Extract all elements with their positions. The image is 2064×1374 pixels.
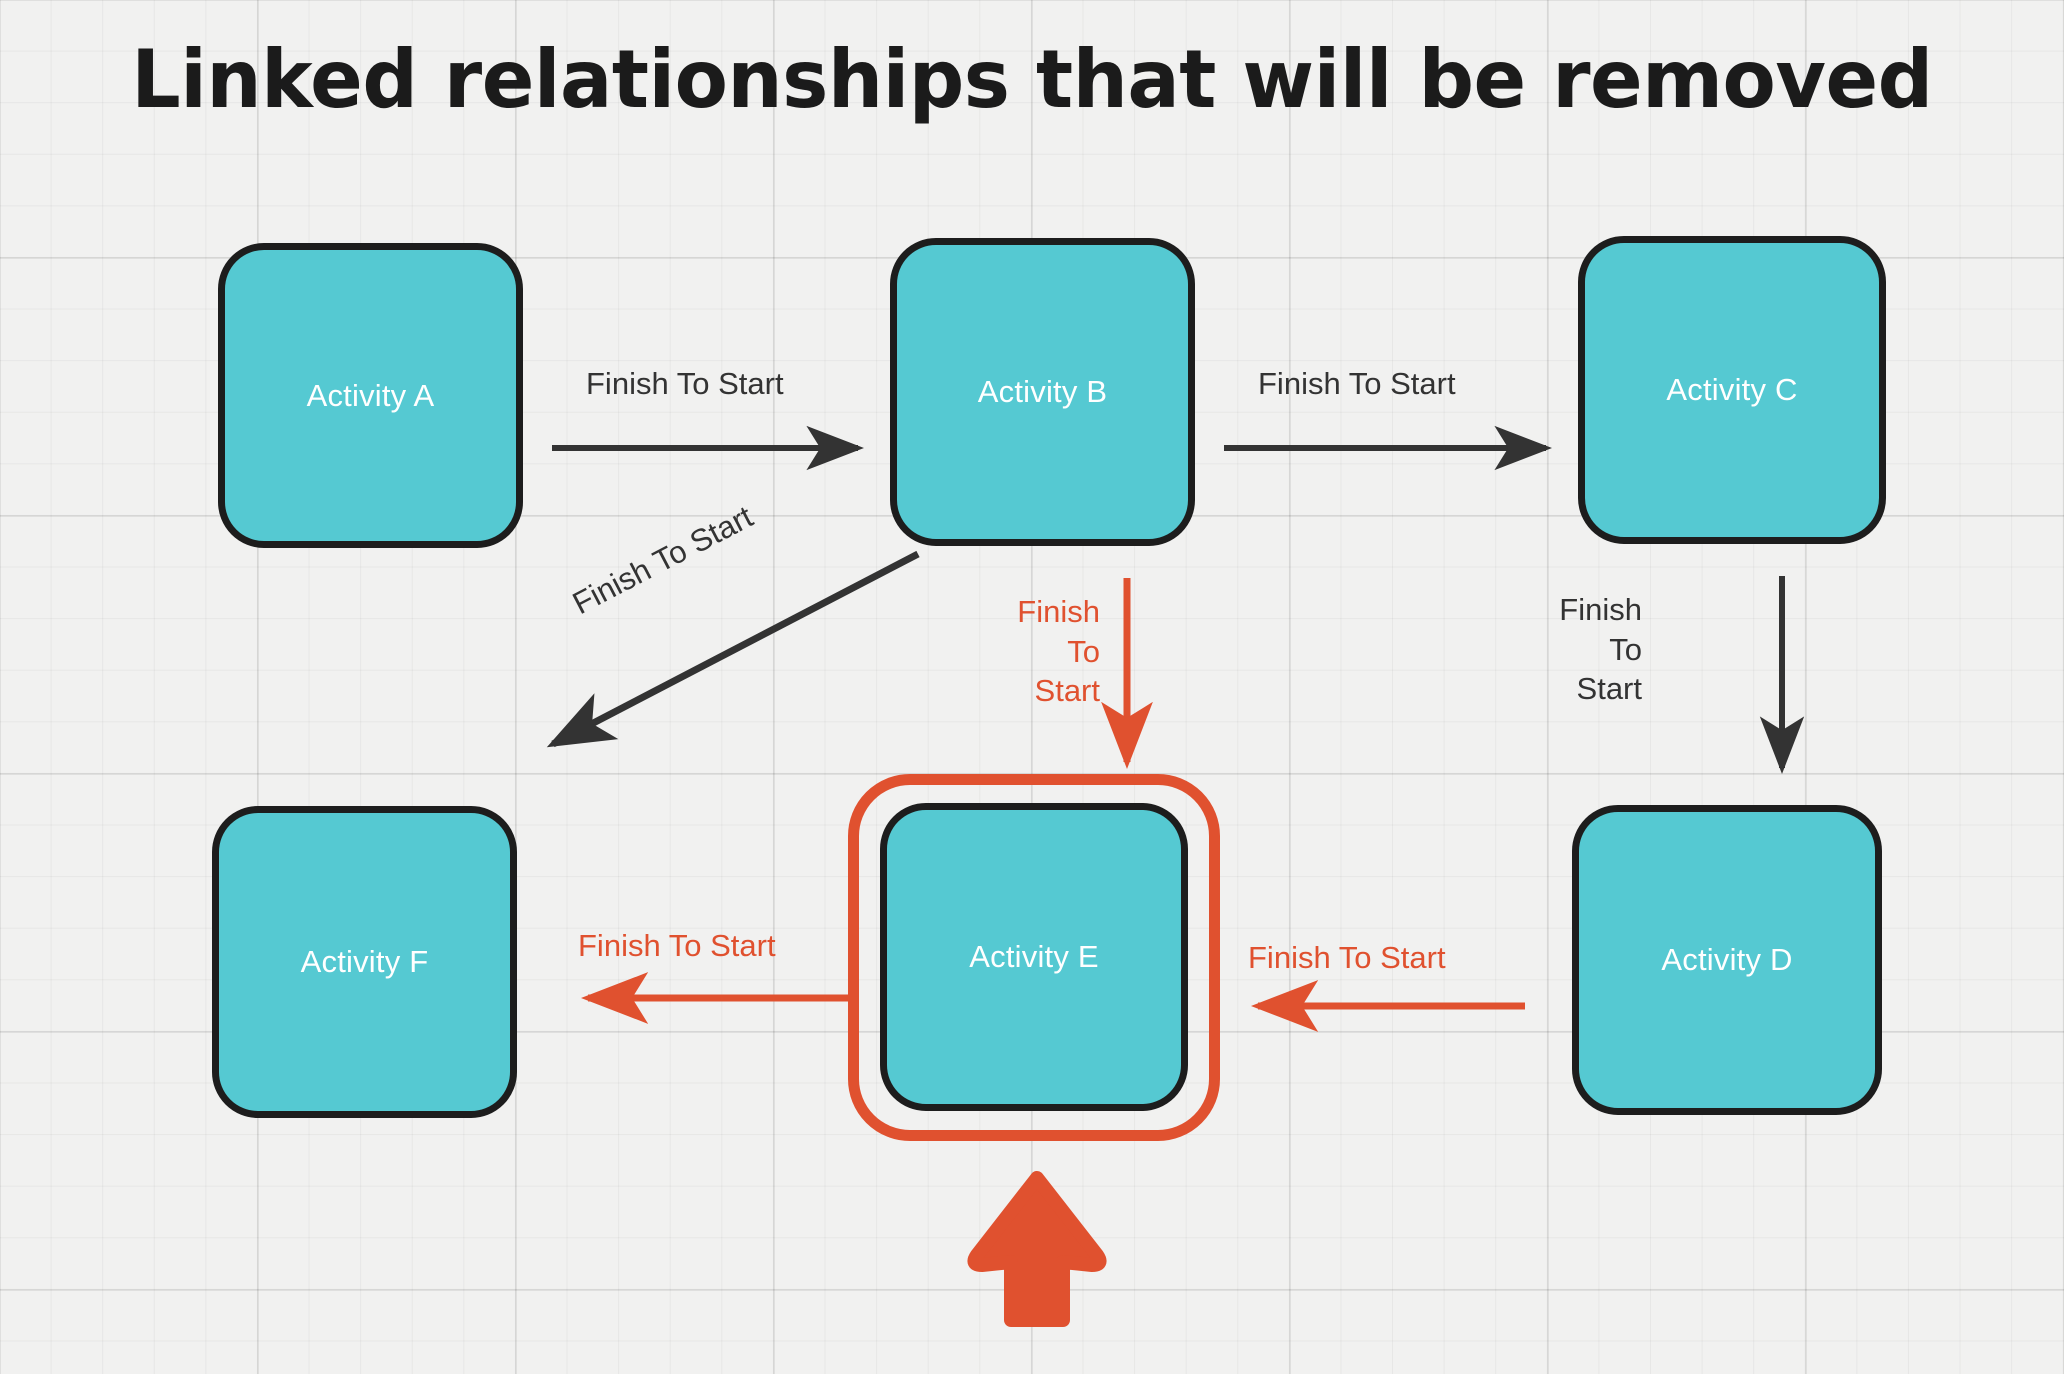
node-label: Activity F: [300, 944, 429, 979]
edge-label-line: Start: [1034, 673, 1100, 709]
edge-label-d-to-e: Finish To Start: [1248, 940, 1446, 975]
edge-label-line: Finish: [1559, 592, 1642, 627]
node-activity-b[interactable]: Activity B: [890, 238, 1195, 546]
node-label: Activity A: [306, 377, 435, 413]
page-title: Linked relationships that will be remove…: [131, 33, 1933, 126]
edge-label-a-to-b: Finish To Start: [586, 366, 784, 401]
edge-label-e-to-f: Finish To Start: [578, 928, 776, 963]
node-activity-f[interactable]: Activity F: [212, 806, 517, 1118]
node-activity-e[interactable]: Activity E: [880, 803, 1188, 1111]
pointer-up-arrow-icon: [967, 1171, 1107, 1327]
edge-label-line: To: [1067, 633, 1100, 669]
edge-label-line: Finish: [1017, 594, 1100, 629]
node-activity-a[interactable]: Activity A: [218, 243, 523, 548]
node-activity-d[interactable]: Activity D: [1572, 805, 1882, 1115]
node-label: Activity E: [969, 939, 1099, 974]
edge-label-line: To: [1609, 631, 1642, 667]
edge-label-b-to-c: Finish To Start: [1258, 366, 1456, 401]
edge-label-c-to-d: Finish To Start: [1492, 590, 1642, 709]
edge-label-line: Start: [1576, 671, 1642, 707]
node-label: Activity D: [1661, 942, 1793, 977]
node-label: Activity B: [977, 374, 1108, 409]
edge-label-b-to-f: Finish To Start: [567, 498, 759, 622]
edge-label-b-to-e: Finish To Start: [950, 592, 1100, 711]
node-label: Activity C: [1666, 372, 1798, 407]
node-activity-c[interactable]: Activity C: [1578, 236, 1886, 544]
